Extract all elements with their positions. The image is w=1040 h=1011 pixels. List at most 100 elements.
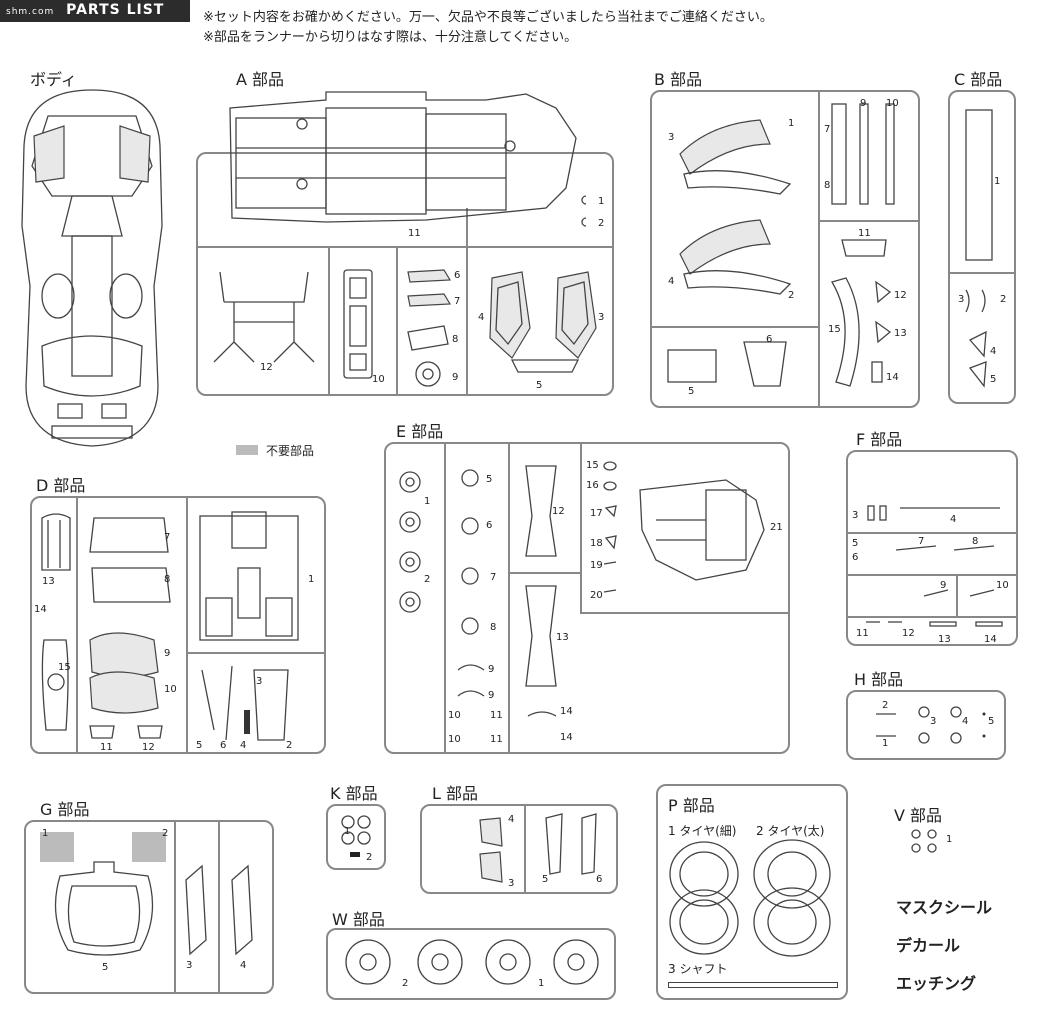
part-number: 2 xyxy=(882,700,889,711)
part-number: 12 xyxy=(260,362,273,373)
part-number: 15 xyxy=(828,324,841,335)
v-parts-drawing xyxy=(911,829,937,853)
part-number: 10 xyxy=(996,580,1009,591)
runner-k xyxy=(326,804,386,870)
shaft-label: 3 シャフト xyxy=(668,962,728,976)
part-number: 8 xyxy=(972,536,979,547)
part-number: 15 xyxy=(58,662,71,673)
part-number: 6 xyxy=(766,334,773,345)
part-number: 17 xyxy=(590,508,603,519)
part-number: 4 xyxy=(240,960,247,971)
part-number: 1 xyxy=(946,834,953,845)
part-number: 9 xyxy=(488,690,495,701)
part-number: 3 xyxy=(668,132,675,143)
b5-6-drawing xyxy=(667,341,787,387)
part-number: 4 xyxy=(240,740,247,751)
part-number: 5 xyxy=(852,538,859,549)
notes: ※セット内容をお確かめください。万一、欠品や不良等ございましたら当社までご連絡く… xyxy=(203,8,773,48)
part-number: 1 xyxy=(598,196,605,207)
section-title-k: K 部品 xyxy=(330,784,378,803)
part-number: 4 xyxy=(962,716,969,727)
section-title-v: V 部品 xyxy=(894,806,943,825)
note-line-1: ※セット内容をお確かめください。万一、欠品や不良等ございましたら当社までご連絡く… xyxy=(203,10,773,25)
part-number: 1 xyxy=(42,828,49,839)
unused-part-legend: 不要部品 xyxy=(266,444,315,458)
part-number: 4 xyxy=(950,514,957,525)
part-number: 14 xyxy=(34,604,47,615)
part-number: 9 xyxy=(860,98,867,109)
part-number: 5 xyxy=(988,716,995,727)
part-number: 2 xyxy=(402,978,409,989)
g2-unused xyxy=(132,832,166,862)
runner-p xyxy=(656,784,848,1000)
runner-h xyxy=(846,690,1006,760)
part-number: 11 xyxy=(100,742,113,753)
d2-6-drawing xyxy=(201,665,289,741)
part-number: 14 xyxy=(560,706,573,717)
part-number: 9 xyxy=(940,580,947,591)
part-number: 2 xyxy=(162,828,169,839)
c-parts-drawing xyxy=(965,109,993,388)
g5-wing-drawing xyxy=(54,861,154,956)
body-drawing xyxy=(21,89,163,447)
e12-14-arms-drawing xyxy=(525,465,557,717)
runner-a xyxy=(196,152,614,396)
w-wheels-drawing xyxy=(345,939,599,985)
b11-15-drawing xyxy=(831,239,892,387)
section-title-l: L 部品 xyxy=(432,784,479,803)
d13-15-drawing xyxy=(41,513,71,731)
part-number: 13 xyxy=(42,576,55,587)
part-number: 16 xyxy=(586,480,599,491)
section-title-a: A 部品 xyxy=(236,70,285,89)
part-number: 3 xyxy=(598,312,605,323)
part-number: 6 xyxy=(596,874,603,885)
part-number: 9 xyxy=(164,648,171,659)
b7-10-strips-drawing xyxy=(831,103,895,205)
runner-f xyxy=(846,450,1018,646)
part-number: 5 xyxy=(196,740,203,751)
g1-unused xyxy=(40,832,74,862)
part-number: 5 xyxy=(102,962,109,973)
part-number: 5 xyxy=(688,386,695,397)
e5-11-uprights-drawing xyxy=(457,469,485,697)
a12-frame-drawing xyxy=(213,271,315,363)
part-number: 11 xyxy=(490,734,503,745)
part-number: 12 xyxy=(142,742,155,753)
part-number: 6 xyxy=(852,552,859,563)
part-number: 6 xyxy=(454,270,461,281)
part-number: 8 xyxy=(452,334,459,345)
part-number: 3 xyxy=(186,960,193,971)
section-title-d: D 部品 xyxy=(36,476,86,495)
a10-panel-drawing xyxy=(343,269,373,379)
part-number: 11 xyxy=(856,628,869,639)
part-number: 15 xyxy=(586,460,599,471)
part-number: 7 xyxy=(490,572,497,583)
part-number: 3 xyxy=(256,676,263,687)
section-title-w: W 部品 xyxy=(332,910,385,929)
etching-label: エッチング xyxy=(896,974,977,993)
a3-5-seats-drawing xyxy=(489,271,597,373)
part-number: 6 xyxy=(220,740,227,751)
part-number: 3 xyxy=(508,878,515,889)
part-number: 5 xyxy=(536,380,543,391)
part-number: 12 xyxy=(894,290,907,301)
mask-seal-label: マスクシール xyxy=(896,898,993,917)
part-number: 6 xyxy=(486,520,493,531)
section-title-f: F 部品 xyxy=(856,430,903,449)
part-number: 2 xyxy=(286,740,293,751)
section-title-p: P 部品 xyxy=(668,796,715,815)
section-title-body: ボディ xyxy=(30,70,77,89)
part-number: 20 xyxy=(590,590,603,601)
part-number: 14 xyxy=(886,372,899,383)
section-title-c: C 部品 xyxy=(954,70,1003,89)
part-number: 2 xyxy=(424,574,431,585)
tire-thick-label: 2 タイヤ(太) xyxy=(756,824,825,838)
part-number: 10 xyxy=(886,98,899,109)
section-title-e: E 部品 xyxy=(396,422,444,441)
part-number: 12 xyxy=(902,628,915,639)
part-number: 5 xyxy=(486,474,493,485)
part-number: 7 xyxy=(824,124,831,135)
part-number: 2 xyxy=(598,218,605,229)
part-number: 2 xyxy=(788,290,795,301)
part-number: 10 xyxy=(448,710,461,721)
